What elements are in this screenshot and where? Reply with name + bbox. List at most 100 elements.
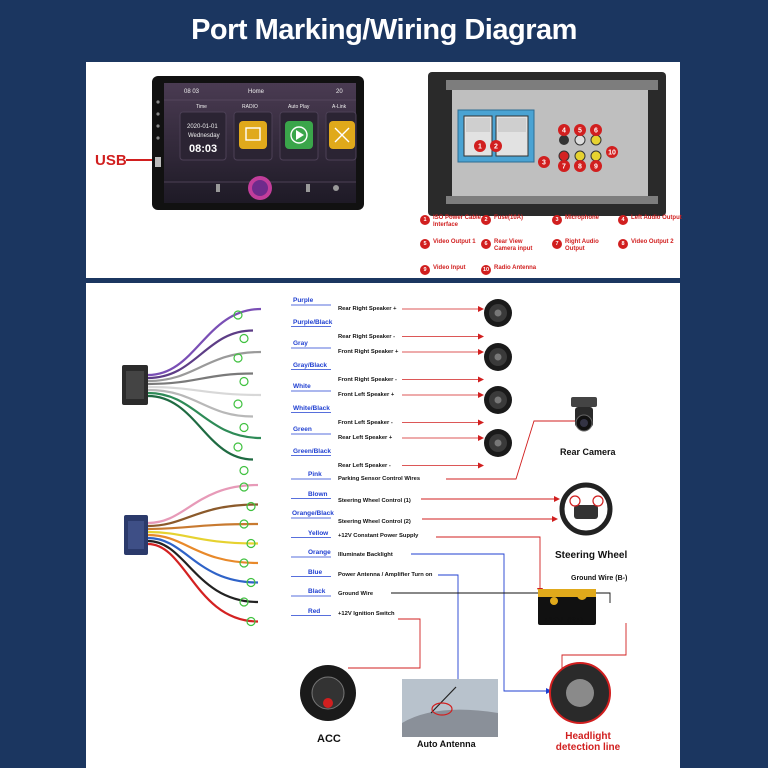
port-number-badge: 7	[552, 239, 562, 249]
headlight-label: Headlight detection line	[555, 731, 621, 753]
wire-marker	[239, 422, 249, 433]
wire-marker	[239, 376, 249, 387]
wire-function-label: Ground Wire	[338, 591, 374, 597]
wire-function-label: Steering Wheel Control (1)	[338, 497, 411, 504]
wire-function-label: +12V Constant Power Supply	[338, 532, 419, 539]
port-legend-label: Video Output 1	[433, 239, 476, 245]
wire-marker	[233, 442, 243, 452]
port-legend-label: Right Audio Output	[565, 239, 599, 252]
chassis-number-badges: 1 2 3 4 5 6 7 8 9 10	[474, 124, 618, 172]
wire-color-label: Gray	[293, 340, 308, 347]
wire-function-label: Illuminate Backlight	[338, 552, 393, 558]
svg-text:5: 5	[578, 128, 582, 135]
wire-function-label: Front Right Speaker -	[338, 376, 397, 383]
power-wire	[147, 539, 259, 604]
port-legend-label: Rear View Camera input	[494, 239, 533, 252]
wire-color-label: Green	[293, 426, 312, 433]
steering-wheel-icon	[559, 482, 613, 536]
port-legend-label: Video Output 2	[631, 239, 674, 245]
wire-function-label: +12V Ignition Switch	[338, 610, 395, 617]
wire-function-label: Rear Left Speaker +	[338, 435, 393, 441]
svg-text:4: 4	[562, 128, 566, 135]
rear-camera-label: Rear Camera	[560, 447, 616, 457]
wire-marker	[233, 353, 243, 363]
wire-marker	[239, 597, 249, 607]
screen-status-time: 08 03	[184, 89, 200, 95]
wire-color-label: Yellow	[308, 529, 329, 537]
svg-text:3: 3	[542, 160, 546, 167]
svg-text:10: 10	[608, 150, 616, 157]
wire-marker	[239, 482, 249, 492]
svg-text:7: 7	[562, 164, 566, 171]
wire-function-label: Rear Right Speaker -	[338, 333, 396, 340]
wire-marker	[246, 577, 256, 588]
tile-label-radio: RADIO	[242, 104, 258, 110]
port-number-badge: 5	[420, 239, 430, 249]
wire-color-label: Purple	[293, 297, 314, 304]
wire-marker	[233, 399, 243, 409]
battery-plus-label: +12V (B+)	[544, 616, 584, 625]
svg-text:1: 1	[478, 144, 482, 151]
backlight-line	[411, 553, 546, 692]
wiring-graphics	[122, 299, 627, 737]
wire-marker	[246, 501, 256, 512]
wire-color-label: Red	[308, 607, 321, 615]
power-wire	[147, 530, 259, 545]
speaker-wire	[147, 350, 262, 383]
wire-color-label: Blown	[308, 490, 328, 498]
ground-line	[391, 592, 611, 603]
wire-marker	[246, 538, 256, 549]
wire-color-label: Gray/Black	[293, 361, 327, 369]
antenna-line	[438, 574, 459, 713]
acc-label: ACC	[317, 733, 341, 745]
power-wire	[147, 533, 259, 565]
tile-label-time: Time	[196, 104, 207, 110]
rear-camera-icon	[571, 397, 597, 407]
speaker-wire	[147, 388, 254, 418]
wire-function-label: Parking Sensor Control Wires	[338, 476, 421, 482]
screen-home-label: Home	[248, 89, 265, 95]
speaker-wire	[147, 329, 254, 380]
clock-day: Wednesday	[188, 133, 220, 139]
wire-marker	[239, 333, 249, 344]
power-wire	[147, 483, 259, 525]
port-number-badge: 9	[420, 265, 430, 275]
port-legend-label: Left Audio Output	[631, 215, 682, 221]
port-number-badge: 3	[552, 215, 562, 225]
page-title: Port Marking/Wiring Diagram	[191, 14, 577, 46]
wire-color-label: White	[293, 383, 311, 390]
port-number-badge: 10	[481, 265, 491, 275]
power-wire	[147, 542, 259, 623]
ignition-line	[348, 618, 421, 669]
port-legend-label: Microphone	[565, 215, 599, 221]
speaker-wire	[147, 372, 254, 386]
port-number-badge: 1	[420, 215, 430, 225]
speaker-wire	[147, 394, 254, 461]
svg-text:6: 6	[594, 128, 598, 135]
wire-color-label: Black	[308, 588, 326, 595]
clock-time: 08:03	[189, 143, 218, 155]
wire-function-label: Front Left Speaker -	[338, 419, 393, 426]
clock-date: 2020-01-01	[187, 124, 218, 130]
wire-color-label: Orange	[308, 549, 331, 556]
wire-color-label: Purple/Black	[293, 318, 333, 326]
wire-function-label: Power Antenna / Amplifier Turn on	[338, 571, 433, 578]
power-wire	[147, 536, 259, 584]
wire-function-label: Steering Wheel Control (2)	[338, 519, 411, 525]
wire-function-label: Rear Right Speaker +	[338, 306, 397, 312]
port-legend-label: Radio Antenna	[494, 265, 537, 271]
screen-volume: 20	[336, 89, 343, 95]
speaker-wire	[147, 307, 262, 377]
wire-function-label: Rear Left Speaker -	[338, 462, 391, 469]
speaker-wire	[147, 385, 262, 397]
svg-text:2: 2	[494, 144, 498, 151]
wire-marker	[239, 465, 249, 476]
wire-color-label: Blue	[308, 568, 323, 576]
